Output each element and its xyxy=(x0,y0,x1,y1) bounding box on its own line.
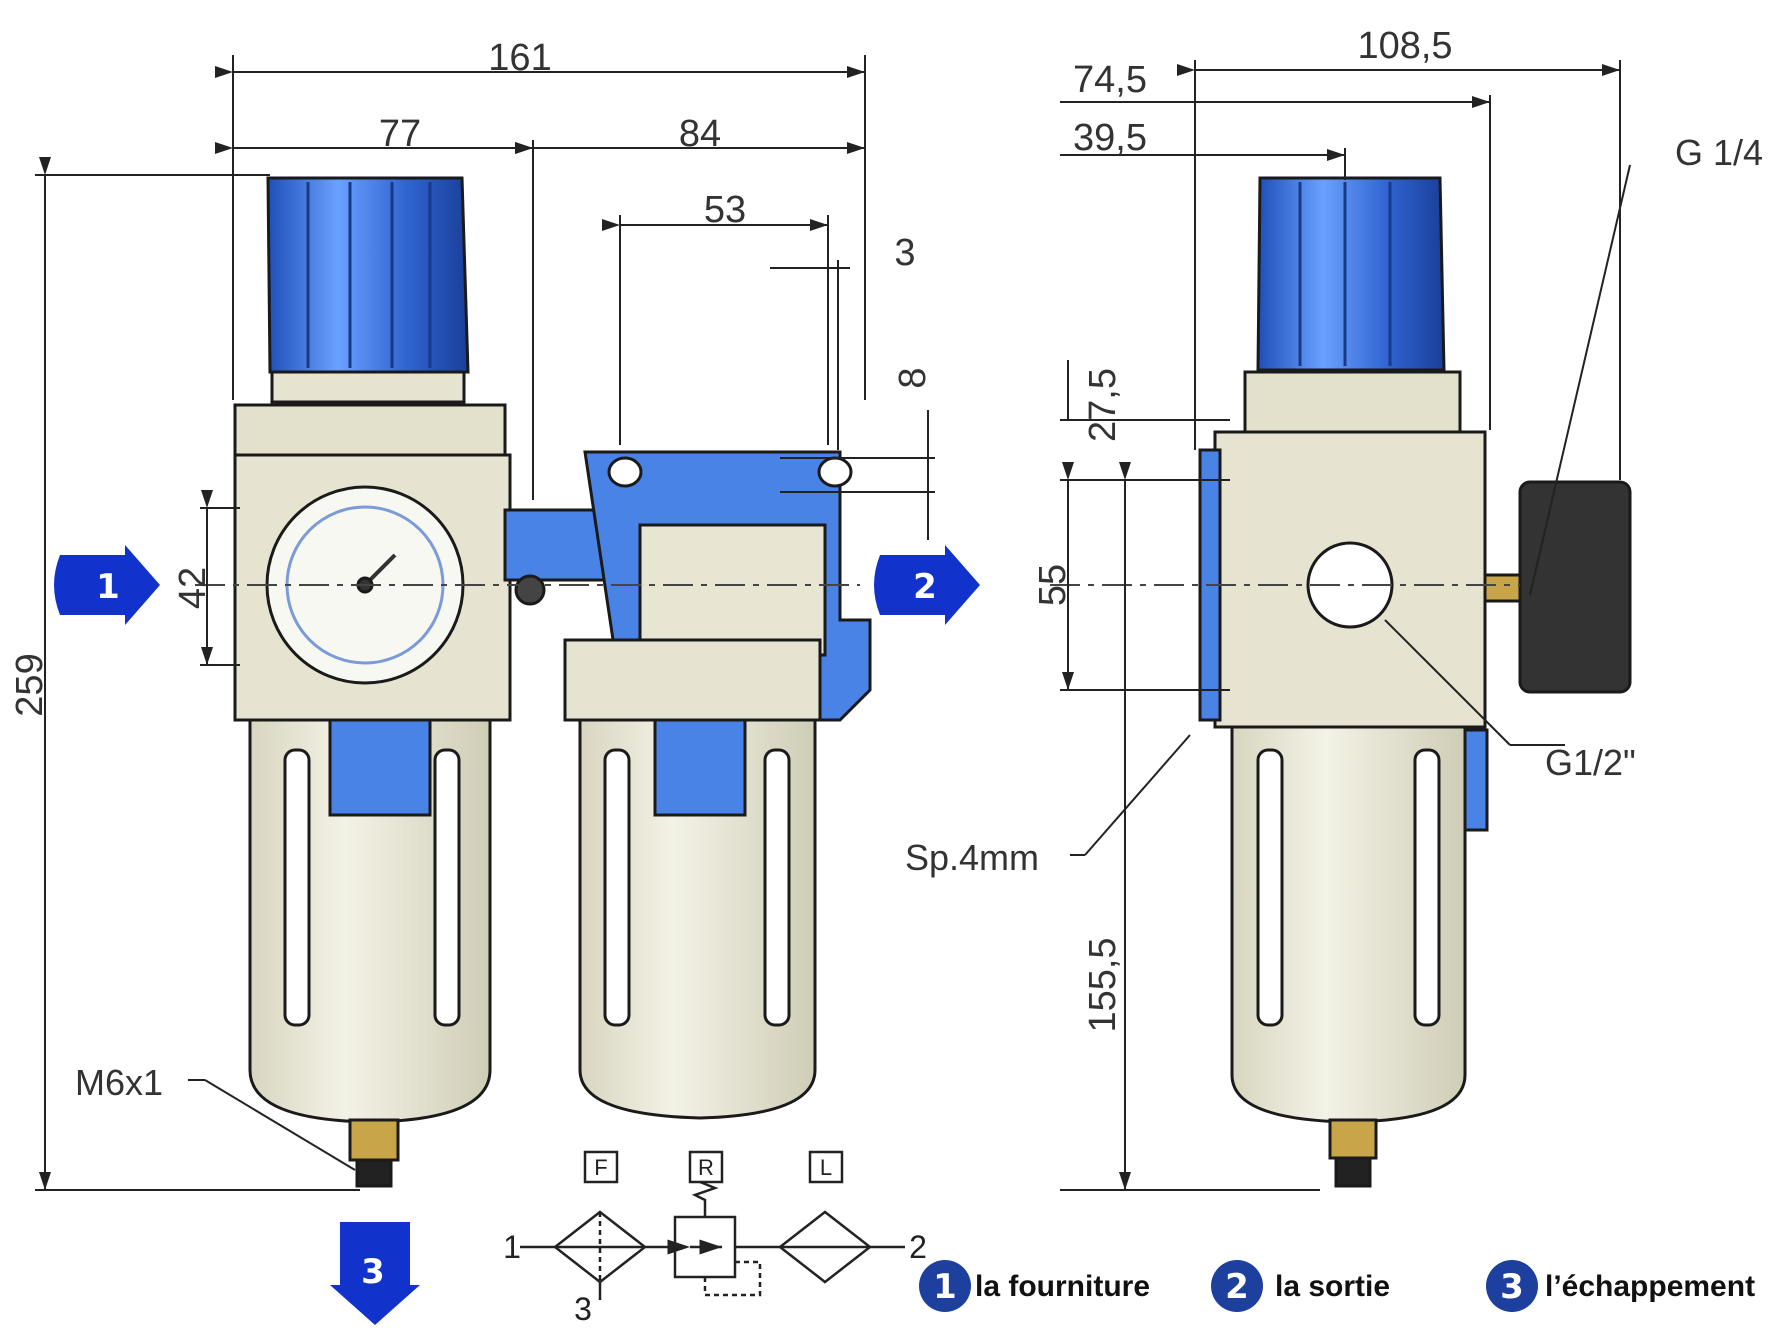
legend-label-1: la fourniture xyxy=(975,1270,1150,1303)
pneumatic-symbol xyxy=(520,1150,905,1300)
legend-number-2: 2 xyxy=(1225,1267,1249,1307)
dim-mount-spacing: 53 xyxy=(704,189,746,231)
callout-bracket-thickness: Sp.4mm xyxy=(905,837,1039,878)
legend-label-2: la sortie xyxy=(1275,1270,1390,1303)
symbol-port-in: 1 xyxy=(503,1229,521,1265)
dim-side-overall: 108,5 xyxy=(1357,25,1452,67)
legend-badge-3 xyxy=(1486,1260,1538,1312)
dim-port-spacing: 55 xyxy=(1032,564,1074,606)
dim-left-width: 77 xyxy=(379,113,421,155)
legend-label-3: l’échappement xyxy=(1545,1270,1755,1303)
outlet-arrow: 2 xyxy=(874,545,980,625)
symbol-filter-box: F xyxy=(594,1155,607,1180)
inlet-arrow: 1 xyxy=(54,545,160,625)
legend-number-3: 3 xyxy=(1500,1267,1524,1307)
dim-port-height: 42 xyxy=(172,567,214,609)
dim-side-mid: 74,5 xyxy=(1073,59,1147,101)
outlet-arrow-number: 2 xyxy=(913,567,937,607)
legend-badge-1 xyxy=(919,1260,971,1312)
dim-side-inner: 39,5 xyxy=(1073,117,1147,159)
inlet-arrow-number: 1 xyxy=(96,567,120,607)
side-view xyxy=(1198,176,1632,1188)
dim-overall-height: 259 xyxy=(9,653,51,716)
symbol-port-out: 2 xyxy=(909,1229,927,1265)
callout-port-thread: G1/2" xyxy=(1545,742,1636,783)
dim-right-width: 84 xyxy=(679,113,721,155)
exhaust-arrow-number: 3 xyxy=(361,1252,385,1292)
legend-badge-2 xyxy=(1211,1260,1263,1312)
dim-overall-width: 161 xyxy=(488,37,551,79)
dim-lower-height: 155,5 xyxy=(1082,937,1124,1032)
callout-gauge-thread: G 1/4 xyxy=(1675,132,1763,173)
exhaust-arrow: 3 xyxy=(330,1222,420,1325)
symbol-port-exhaust: 3 xyxy=(574,1291,592,1327)
dim-bracket-thickness: 3 xyxy=(894,232,915,274)
legend-number-1: 1 xyxy=(933,1267,957,1307)
dim-slot-height: 8 xyxy=(892,367,934,388)
symbol-regulator-box: R xyxy=(698,1155,714,1180)
symbol-lubricator-box: L xyxy=(820,1155,832,1180)
legend: 1 la fourniture 2 la sortie 3 l’échappem… xyxy=(919,1260,1755,1312)
dimension-lines xyxy=(35,55,1631,1191)
front-view xyxy=(233,176,872,1188)
dim-upper-offset: 27,5 xyxy=(1082,368,1124,442)
callout-drain-thread: M6x1 xyxy=(75,1062,163,1103)
